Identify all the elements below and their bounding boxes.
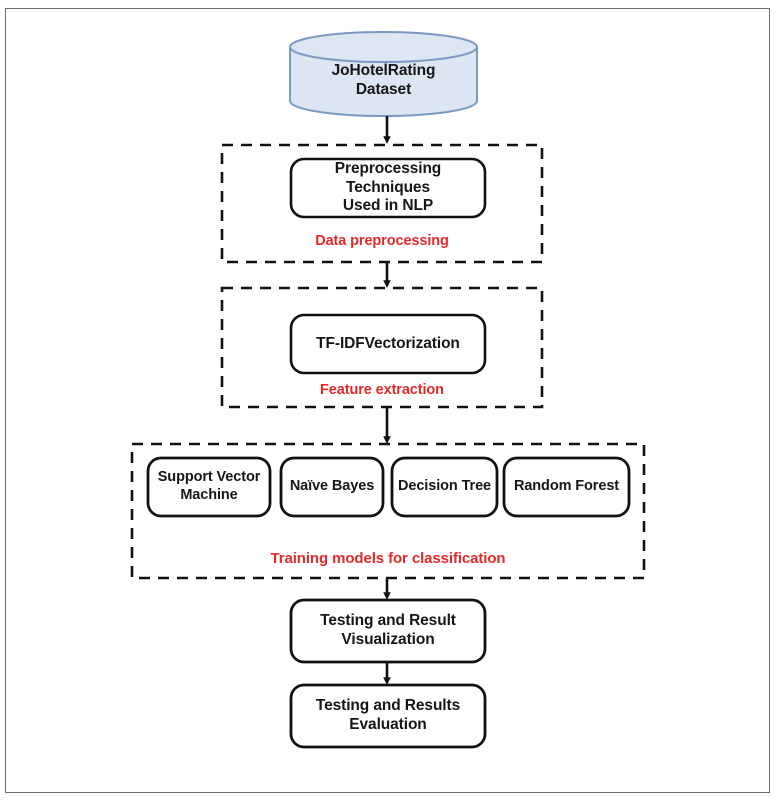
testing-visualization-node-shape: [289, 598, 487, 664]
classifier-node-shape-3: [502, 456, 631, 518]
group-box-feature-extraction: [220, 286, 544, 409]
classifier-node-shape-2: [390, 456, 499, 518]
stage-label-training-models: Training models for classification: [132, 547, 644, 569]
classifier-node-shape-1: [279, 456, 385, 518]
stage-label-data-preprocessing: Data preprocessing: [222, 230, 542, 252]
stage-label-training-models-text: Training models for classification: [270, 549, 506, 567]
classifier-node-shape-0: [146, 456, 272, 518]
group-box-data-preprocessing: [220, 143, 544, 264]
stage-label-feature-extraction-text: Feature extraction: [320, 382, 444, 398]
testing-evaluation-node-shape: [289, 683, 487, 749]
vectorization-node-shape: [289, 313, 487, 375]
preprocessing-node-shape: [289, 157, 487, 219]
datastore-shape: [289, 31, 478, 117]
stage-label-feature-extraction: Feature extraction: [222, 379, 542, 401]
stage-label-data-preprocessing-text: Data preprocessing: [315, 233, 449, 249]
